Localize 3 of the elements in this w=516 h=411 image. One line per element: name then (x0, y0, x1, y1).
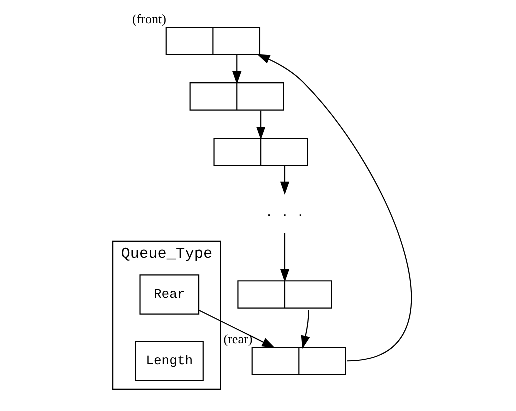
node-text: . . . (265, 205, 305, 220)
node-label: (rear) (224, 331, 253, 346)
node-label: (front) (132, 11, 167, 26)
